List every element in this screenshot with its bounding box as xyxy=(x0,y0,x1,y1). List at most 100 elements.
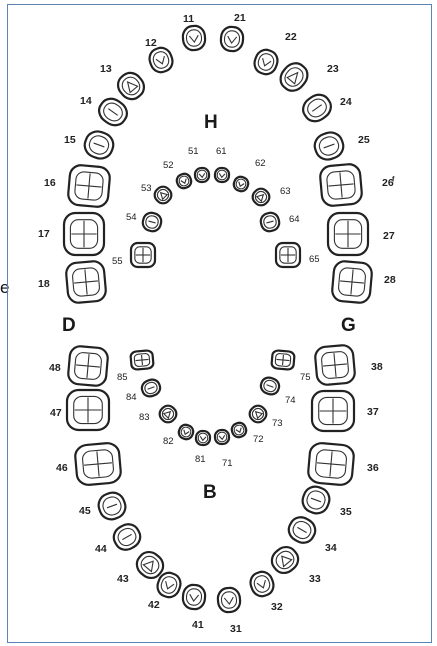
tooth-number-14: 14 xyxy=(80,95,92,107)
tooth-number-28: 28 xyxy=(384,274,396,286)
tooth-number-18: 18 xyxy=(38,278,50,290)
tooth-number-61: 61 xyxy=(216,146,227,157)
tooth-number-36: 36 xyxy=(367,462,379,474)
tooth-32-tooth xyxy=(248,569,277,599)
tooth-number-84: 84 xyxy=(126,392,137,403)
tooth-64-tooth xyxy=(259,211,281,233)
label-right-side: D xyxy=(62,315,76,336)
tooth-74-tooth xyxy=(259,375,281,396)
tooth-number-55: 55 xyxy=(112,256,123,267)
tooth-number-35: 35 xyxy=(340,506,352,518)
tooth-number-34: 34 xyxy=(325,542,337,554)
tooth-15-tooth xyxy=(81,128,116,162)
tooth-83-tooth xyxy=(157,403,180,426)
tooth-62-tooth xyxy=(232,175,250,193)
tooth-number-73: 73 xyxy=(272,418,283,429)
tooth-number-52: 52 xyxy=(163,160,174,171)
tooth-75-tooth xyxy=(271,350,294,370)
tooth-46-tooth xyxy=(74,442,121,486)
tooth-84-tooth xyxy=(140,377,162,398)
label-upper-arch: H xyxy=(204,112,218,133)
tooth-51-tooth xyxy=(194,167,209,182)
tooth-number-44: 44 xyxy=(95,543,107,555)
tooth-number-72: 72 xyxy=(253,434,264,445)
tooth-73-tooth xyxy=(247,403,270,426)
tooth-number-31: 31 xyxy=(230,623,242,635)
tooth-34-tooth xyxy=(285,513,320,547)
tooth-81-tooth xyxy=(195,430,210,445)
tooth-26-tooth xyxy=(319,163,362,206)
tooth-33-tooth xyxy=(267,542,302,577)
tooth-number-42: 42 xyxy=(148,599,160,611)
label-left-side: G xyxy=(341,315,356,336)
tooth-number-71: 71 xyxy=(222,458,233,469)
tooth-number-51: 51 xyxy=(188,146,199,157)
tooth-45-tooth xyxy=(95,489,128,522)
tooth-number-32: 32 xyxy=(271,601,283,613)
tooth-number-45: 45 xyxy=(79,505,91,517)
tooth-23-tooth xyxy=(276,59,312,96)
tooth-number-75: 75 xyxy=(300,372,311,383)
tooth-number-48: 48 xyxy=(49,362,61,374)
tooth-number-81: 81 xyxy=(195,454,206,465)
tooth-28-tooth xyxy=(331,260,372,303)
tooth-number-74: 74 xyxy=(285,395,296,406)
tooth-53-tooth xyxy=(152,184,175,207)
tooth-35-tooth xyxy=(299,483,332,516)
tooth-85-tooth xyxy=(130,350,153,370)
teeth-layer xyxy=(64,25,373,613)
tooth-71-tooth xyxy=(214,429,229,444)
tooth-31-tooth xyxy=(217,587,241,613)
tooth-number-47: 47 xyxy=(50,407,62,419)
tooth-number-27: 27 xyxy=(383,230,395,242)
tooth-number-82: 82 xyxy=(163,436,174,447)
label-lower-arch: B xyxy=(203,482,217,503)
tooth-number-17: 17 xyxy=(38,228,50,240)
tooth-82-tooth xyxy=(177,423,195,441)
tooth-number-12: 12 xyxy=(145,37,157,49)
tooth-61-tooth xyxy=(214,167,229,182)
tooth-63-tooth xyxy=(250,186,273,209)
tooth-number-41: 41 xyxy=(192,619,204,631)
tooth-65-tooth xyxy=(276,243,300,267)
tooth-52-tooth xyxy=(175,172,193,190)
tooth-number-54: 54 xyxy=(126,212,137,223)
tooth-14-tooth xyxy=(95,94,132,130)
tooth-24-tooth xyxy=(299,90,336,126)
tooth-13-tooth xyxy=(113,68,148,103)
tooth-54-tooth xyxy=(141,211,163,233)
tooth-27-tooth xyxy=(328,213,368,255)
tooth-number-25: 25 xyxy=(358,134,370,146)
tooth-44-tooth xyxy=(110,520,145,554)
tooth-22-tooth xyxy=(252,47,281,77)
tooth-number-53: 53 xyxy=(141,183,152,194)
tooth-72-tooth xyxy=(230,421,248,439)
tooth-number-62: 62 xyxy=(255,158,266,169)
tooth-number-43: 43 xyxy=(117,573,129,585)
tooth-number-85: 85 xyxy=(117,372,128,383)
tooth-48-tooth xyxy=(67,345,108,386)
tooth-number-46: 46 xyxy=(56,462,68,474)
tooth-11-tooth xyxy=(182,25,206,51)
tooth-number-38: 38 xyxy=(371,361,383,373)
tooth-12-tooth xyxy=(147,45,176,75)
tooth-number-21: 21 xyxy=(234,12,246,24)
tooth-number-83: 83 xyxy=(139,412,150,423)
stray-mark: ᶠ xyxy=(392,175,395,187)
tooth-36-tooth xyxy=(307,442,354,486)
tooth-25-tooth xyxy=(311,129,346,163)
tooth-21-tooth xyxy=(220,26,244,52)
tooth-47-tooth xyxy=(67,390,109,430)
tooth-number-24: 24 xyxy=(340,96,352,108)
tooth-37-tooth xyxy=(312,391,354,431)
tooth-number-64: 64 xyxy=(289,214,300,225)
tooth-number-15: 15 xyxy=(64,134,76,146)
tooth-number-37: 37 xyxy=(367,406,379,418)
tooth-number-63: 63 xyxy=(280,186,291,197)
tooth-number-11: 11 xyxy=(183,13,194,25)
tooth-number-22: 22 xyxy=(285,31,297,43)
tooth-55-tooth xyxy=(131,243,155,267)
tooth-38-tooth xyxy=(314,344,355,385)
tooth-number-13: 13 xyxy=(100,63,112,75)
